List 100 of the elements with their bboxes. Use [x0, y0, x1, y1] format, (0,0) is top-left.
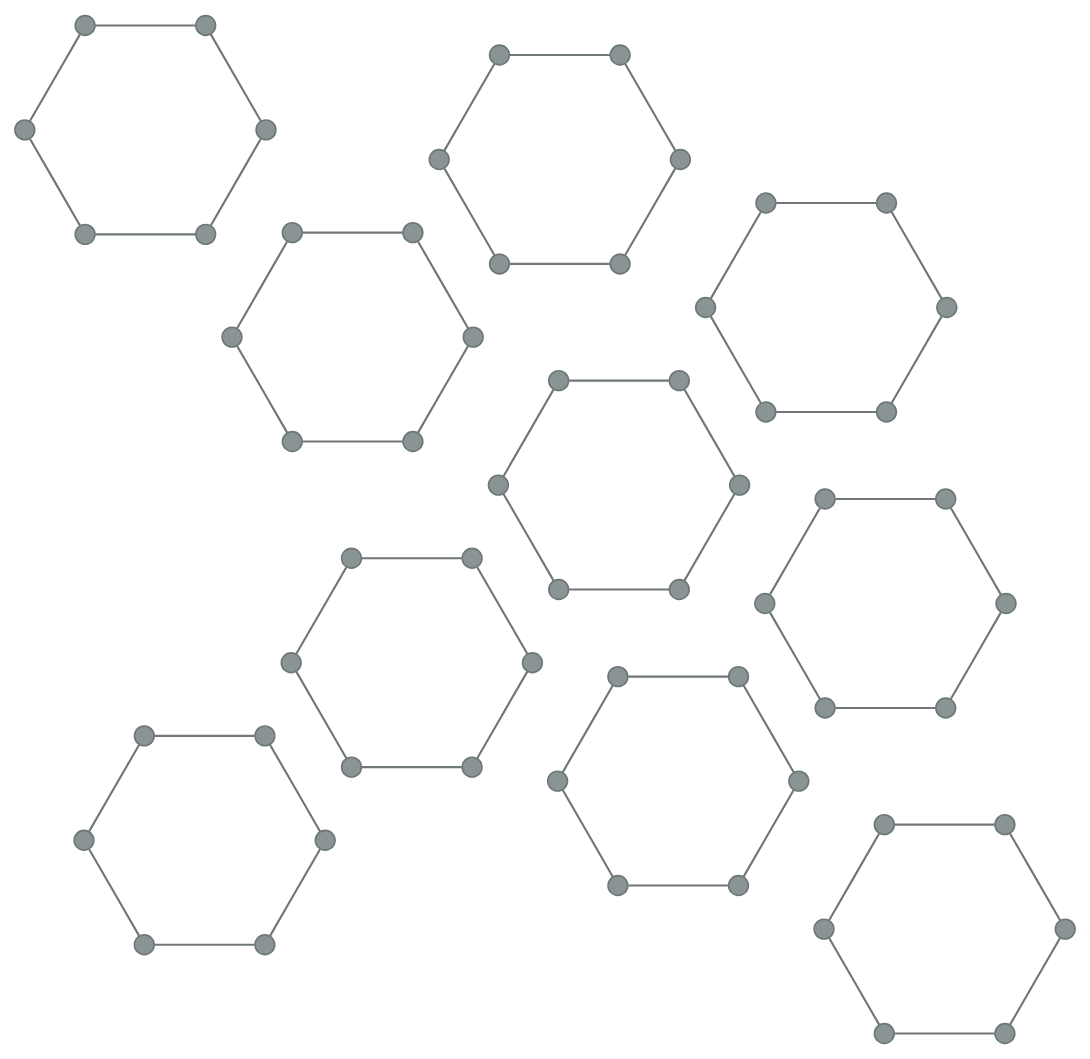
- node-circle: [755, 401, 777, 423]
- node-circle: [195, 14, 217, 37]
- node-circle: [74, 14, 96, 37]
- node-circle: [755, 192, 777, 214]
- node-circle: [546, 770, 569, 792]
- node-circle: [609, 44, 631, 66]
- connector: [209, 138, 262, 226]
- connector: [742, 685, 795, 773]
- node-circle: [402, 221, 424, 244]
- node-circle: [133, 934, 155, 956]
- node-circle: [255, 119, 277, 141]
- connector: [417, 345, 469, 434]
- node-circle: [875, 401, 898, 423]
- node-circle: [462, 326, 484, 348]
- connector: [890, 211, 943, 300]
- connector: [1009, 833, 1061, 921]
- node-circle: [873, 813, 895, 836]
- connector: [835, 706, 936, 710]
- connector: [95, 24, 196, 27]
- node-circle: [488, 44, 511, 66]
- connector: [561, 685, 614, 773]
- connector: [894, 823, 995, 826]
- node-circle: [488, 253, 511, 275]
- node-circle: [461, 756, 483, 778]
- connector: [236, 345, 289, 434]
- connector: [302, 231, 403, 234]
- node-circle: [814, 488, 836, 510]
- connector: [1009, 937, 1061, 1026]
- connector: [683, 493, 736, 582]
- connector: [828, 937, 881, 1026]
- connector: [561, 789, 614, 878]
- node-circle: [607, 874, 629, 897]
- connector: [236, 241, 289, 329]
- connector: [476, 671, 529, 759]
- connector: [776, 202, 877, 205]
- node-circle: [402, 430, 424, 453]
- connector: [709, 211, 762, 300]
- node-circle: [281, 221, 303, 244]
- connector: [949, 507, 1002, 596]
- node-circle: [936, 296, 958, 319]
- connector: [949, 611, 1002, 700]
- node-circle: [195, 223, 217, 246]
- node-circle: [875, 192, 898, 214]
- connector: [29, 33, 81, 122]
- node-circle: [221, 326, 243, 348]
- node-circle: [668, 578, 690, 601]
- connector: [769, 507, 821, 596]
- connector: [443, 63, 496, 152]
- connector: [568, 379, 670, 382]
- node-circle: [694, 296, 717, 319]
- node-circle: [548, 578, 570, 601]
- node-circle: [280, 652, 302, 674]
- connector: [894, 1032, 995, 1035]
- node-circle: [281, 430, 303, 453]
- connector: [295, 671, 348, 759]
- connector: [835, 498, 936, 501]
- connector: [154, 734, 255, 737]
- node-circle: [487, 474, 510, 496]
- connector: [509, 54, 610, 57]
- node-circle: [254, 725, 276, 747]
- node-circle: [728, 474, 751, 496]
- connector: [269, 848, 321, 937]
- connector: [628, 675, 729, 678]
- node-circle: [314, 829, 336, 851]
- node-circle: [935, 488, 957, 510]
- connector: [95, 233, 196, 236]
- connector: [476, 566, 529, 655]
- connector: [502, 389, 555, 477]
- node-circle: [14, 119, 36, 141]
- node-circle: [727, 874, 750, 897]
- node-circle: [994, 1022, 1016, 1045]
- node-circle: [254, 934, 276, 956]
- node-circle: [609, 253, 631, 275]
- connector: [88, 848, 141, 937]
- connector: [302, 440, 403, 443]
- connector: [568, 588, 670, 591]
- node-circle: [814, 697, 836, 719]
- node-circle: [994, 813, 1016, 836]
- connector: [628, 884, 729, 887]
- node-circle: [754, 592, 776, 615]
- connector: [890, 315, 943, 404]
- node-circle: [873, 1022, 895, 1045]
- connector: [509, 262, 610, 265]
- node-circle: [788, 770, 810, 792]
- connector: [742, 789, 795, 878]
- connector: [624, 63, 677, 152]
- connector: [209, 33, 262, 122]
- node-circle: [428, 148, 450, 171]
- node-circle: [340, 547, 363, 569]
- connector: [361, 557, 462, 560]
- connector: [776, 410, 877, 413]
- node-circle: [133, 725, 155, 747]
- node-circle: [669, 148, 692, 171]
- node-circle: [813, 918, 835, 940]
- node-circle: [607, 665, 629, 688]
- connector: [29, 138, 81, 226]
- connector: [361, 766, 462, 769]
- connector: [295, 566, 348, 655]
- node-circle: [1054, 918, 1076, 940]
- node-circle: [340, 756, 363, 778]
